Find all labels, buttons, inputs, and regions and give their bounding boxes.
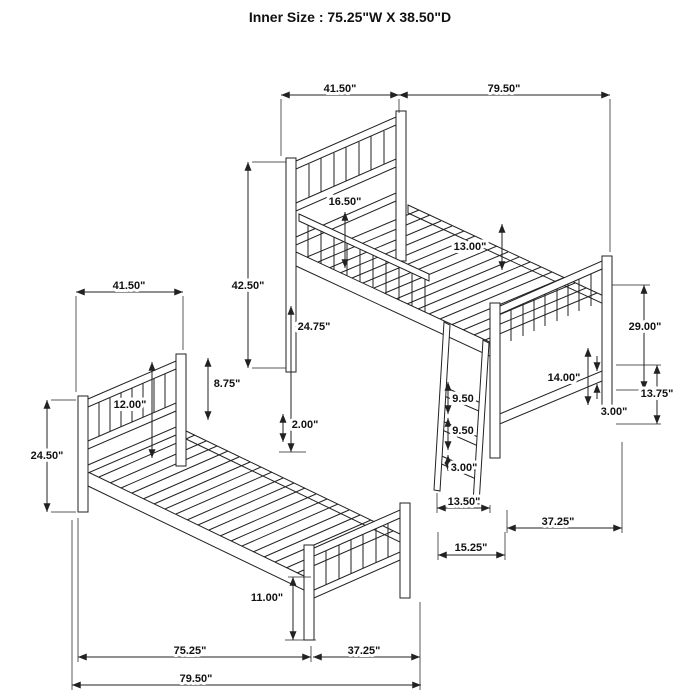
twin-headboard-back-post: [175, 353, 187, 467]
dim-ladder-width: 13.50": [436, 493, 491, 513]
dim-ladder-footprint: 15.25": [437, 532, 506, 560]
ladder-rail-right: [472, 339, 490, 505]
dim-twin-panel-height: 12.00": [111, 362, 156, 458]
dim-value: 24.75": [298, 321, 331, 333]
dim-value: 75.25": [174, 645, 207, 657]
dim-bunk-length-top: 79.50": [399, 80, 611, 252]
twin-footboard-back-post: [399, 502, 411, 599]
dim-bunk-under-clearance: 24.75": [279, 306, 333, 453]
twin-headboard-front-post: [77, 395, 89, 513]
bunk-footboard-front-post: [489, 302, 501, 459]
dim-twin-footboard-width: 37.25": [313, 602, 421, 690]
dim-twin-foot-leg-height: 11.00": [248, 576, 316, 641]
bunk-front-rail: [295, 251, 497, 360]
dim-bunk-foot-rail-gap: 14.00": [545, 348, 592, 405]
bunk-headboard-slats: [308, 131, 385, 198]
dim-value: 37.25": [542, 516, 575, 528]
twin-bed-drawing: [77, 353, 411, 641]
dim-value: 41.50": [113, 280, 146, 292]
dim-value: 13.50": [448, 496, 481, 508]
twin-headboard-low-rail: [87, 426, 177, 474]
dim-bunk-rail-thickness: 3.00": [593, 356, 630, 421]
dim-value: 24.50": [31, 450, 64, 462]
dim-bunk-deck-depth: 13.00": [451, 224, 506, 270]
dim-value: 29.00": [629, 321, 662, 333]
dim-value: 79.50": [180, 673, 213, 685]
bunk-bed-drawing: [285, 110, 613, 505]
ladder-rail-left: [433, 321, 451, 492]
dim-value: 15.25": [455, 542, 488, 554]
dim-value: 3.00": [601, 406, 628, 418]
dim-twin-deck-length: 75.25": [77, 518, 312, 662]
dim-value: 41.50": [324, 83, 357, 95]
dim-ladder-rung-thickness: 3.00": [444, 455, 480, 477]
bunk-headboard-back-post: [395, 110, 407, 262]
dim-bunk-width-top: 41.50": [280, 80, 400, 156]
dim-value: 11.00": [251, 592, 283, 604]
twin-footboard-slats: [325, 523, 389, 585]
dim-ladder-rung-gap-2: 9.50: [444, 418, 477, 450]
dim-ladder-to-foot: 37.25": [506, 442, 623, 533]
dim-value: 9.50: [452, 393, 473, 405]
dim-bunk-lower-section: 13.75": [616, 364, 676, 425]
dim-value: 16.50": [329, 196, 362, 208]
twin-footboard-front-post: [303, 544, 315, 641]
bunk-footboard-slats: [510, 274, 592, 341]
twin-mattress-slats: [98, 434, 394, 574]
dim-twin-overall-length: 79.50": [71, 520, 421, 690]
dim-value: 37.25": [348, 645, 381, 657]
dim-twin-above-deck: 8.75": [204, 358, 243, 420]
dim-value: 3.00": [451, 462, 478, 474]
dim-value: 13.00": [454, 241, 487, 253]
dim-value: 2.00": [292, 419, 319, 431]
dim-bunk-headboard-height: 42.50": [229, 161, 286, 369]
dim-value: 12.00": [114, 399, 147, 411]
page-title: Inner Size : 75.25"W X 38.50"D: [249, 9, 451, 25]
dim-value: 8.75": [214, 378, 241, 390]
dim-value: 42.50": [232, 280, 265, 292]
dim-value: 14.00": [548, 372, 581, 384]
twin-headboard-slats: [98, 374, 166, 436]
bunk-guardrail-top: [298, 213, 430, 282]
dim-twin-headboard-width: 41.50": [75, 277, 184, 392]
dim-bunk-guard-to-deck: 16.50": [326, 193, 364, 268]
dim-value: 13.75": [641, 388, 674, 400]
bunk-footboard-back-post: [601, 255, 613, 412]
twin-footboard-low-rail: [313, 551, 401, 599]
dim-bunk-foot-leg-height: 29.00": [612, 284, 664, 391]
dim-value: 9.50: [452, 425, 473, 437]
dim-value: 79.50": [488, 83, 521, 95]
dim-twin-slat-thickness: 2.00": [279, 414, 321, 442]
dimensions: 41.50" 79.50" 16.50" 42.50" 13.00" 29.00…: [28, 80, 676, 690]
bunk-lower-support-rail: [489, 370, 603, 429]
dim-ladder-rung-gap-1: 9.50: [444, 382, 477, 414]
dim-twin-headboard-height: 24.50": [28, 399, 76, 513]
